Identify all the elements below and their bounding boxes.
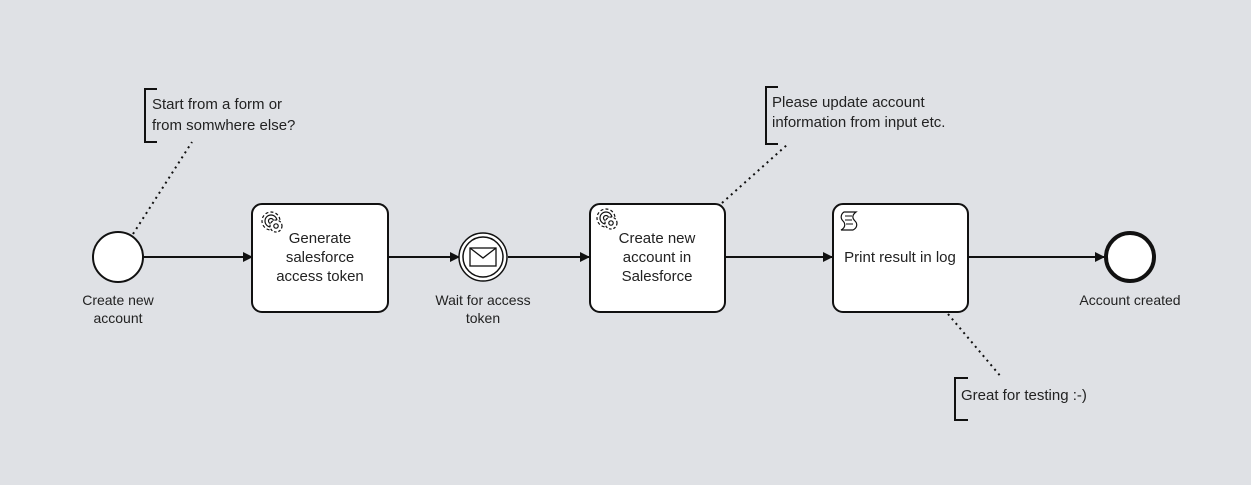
annotation-update-line1: Please update account bbox=[772, 94, 925, 111]
association-update[interactable] bbox=[721, 143, 789, 204]
task-generate-line1: Generate bbox=[289, 230, 352, 247]
script-icon bbox=[840, 211, 858, 231]
message-catch-event[interactable] bbox=[458, 232, 508, 282]
start-event-label-line1: Create new bbox=[82, 292, 154, 308]
annotation-start-line2: from somwhere else? bbox=[152, 117, 295, 134]
end-event[interactable] bbox=[1104, 231, 1156, 283]
association-testing[interactable] bbox=[947, 313, 1003, 379]
task-generate-token[interactable]: Generate salesforce access token bbox=[251, 203, 389, 313]
envelope-icon bbox=[469, 247, 497, 267]
task-print-result[interactable]: Print result in log bbox=[832, 203, 969, 313]
task-create-line2: account in bbox=[623, 249, 691, 266]
gear-icon bbox=[596, 208, 618, 230]
end-event-label: Account created bbox=[1079, 292, 1180, 308]
annotation-start[interactable]: Start from a form or from somwhere else? bbox=[144, 88, 295, 143]
task-generate-line2: salesforce bbox=[286, 249, 354, 266]
start-event[interactable] bbox=[92, 231, 144, 283]
association-start[interactable] bbox=[132, 141, 193, 235]
message-event-label-line1: Wait for access bbox=[435, 292, 530, 308]
annotation-update-line2: information from input etc. bbox=[772, 114, 945, 131]
task-generate-line3: access token bbox=[276, 268, 364, 285]
annotation-testing[interactable]: Great for testing :-) bbox=[954, 377, 1087, 421]
start-event-label-line2: account bbox=[93, 310, 142, 326]
annotation-start-line1: Start from a form or bbox=[152, 96, 282, 113]
task-create-line1: Create new bbox=[619, 230, 696, 247]
annotation-update[interactable]: Please update account information from i… bbox=[765, 86, 945, 145]
annotation-testing-line1: Great for testing :-) bbox=[961, 387, 1087, 404]
task-print-line1: Print result in log bbox=[844, 249, 956, 266]
task-create-account[interactable]: Create new account in Salesforce bbox=[589, 203, 726, 313]
gear-icon bbox=[261, 211, 283, 233]
task-create-line3: Salesforce bbox=[622, 268, 693, 285]
message-event-label-line2: token bbox=[466, 310, 500, 326]
